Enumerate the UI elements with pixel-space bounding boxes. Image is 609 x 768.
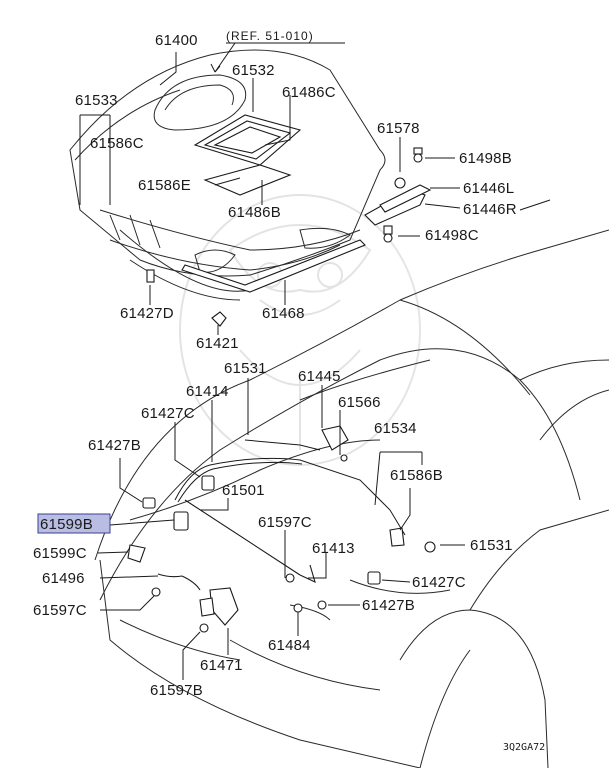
highlight-box-61599b (37, 513, 111, 534)
label-61484: 61484 (268, 637, 311, 654)
label-61427d: 61427D (120, 305, 174, 322)
label-61566: 61566 (338, 394, 381, 411)
label-61496: 61496 (42, 570, 85, 587)
label-61586c: 61586C (90, 135, 144, 152)
label-61498b: 61498B (459, 150, 512, 167)
watermark-emblem (179, 194, 421, 466)
label-61468: 61468 (262, 305, 305, 322)
label-61446r: 61446R (463, 201, 517, 218)
label-61597c-lower: 61597C (33, 602, 87, 619)
label-61578: 61578 (377, 120, 420, 137)
latch-assembly-61471 (199, 587, 239, 626)
label-61400: 61400 (155, 32, 198, 49)
label-61427b-lower: 61427B (362, 597, 415, 614)
label-61586e: 61586E (138, 177, 191, 194)
bumper-stoppers (127, 475, 436, 633)
leader-lines (79, 42, 551, 680)
label-61533: 61533 (75, 92, 118, 109)
hood-lock-61445 (321, 425, 349, 462)
support-rod-61501 (184, 499, 316, 584)
label-61599c: 61599C (33, 545, 87, 562)
label-61427b-upper: 61427B (88, 437, 141, 454)
weatherstrip-61468 (181, 239, 366, 293)
ref-note: (REF. 51-010) (226, 29, 314, 43)
label-61486c: 61486C (282, 84, 336, 101)
car-body-outline (94, 229, 609, 768)
hood-fasteners (146, 269, 227, 327)
figure-code: 3Q2GA72 (503, 742, 545, 753)
label-61586b: 61586B (390, 467, 443, 484)
insulator-pad-61586e (203, 164, 292, 196)
label-61597c-upper: 61597C (258, 514, 312, 531)
label-61599b-highlighted[interactable]: 61599B (40, 516, 93, 533)
label-61486b: 61486B (228, 204, 281, 221)
hood-panel (69, 49, 386, 301)
label-61531-lower: 61531 (470, 537, 513, 554)
label-61501: 61501 (222, 482, 265, 499)
hinge-61446 (364, 147, 432, 243)
label-61597b: 61597B (150, 682, 203, 699)
label-61532: 61532 (232, 62, 275, 79)
label-61446l: 61446L (463, 180, 514, 197)
label-61414: 61414 (186, 383, 229, 400)
label-61413: 61413 (312, 540, 355, 557)
label-61427c-upper: 61427C (141, 405, 195, 422)
label-61427c-lower: 61427C (412, 574, 466, 591)
label-61445: 61445 (298, 368, 341, 385)
label-61471: 61471 (200, 657, 243, 674)
label-61534: 61534 (374, 420, 417, 437)
label-61498c: 61498C (425, 227, 479, 244)
label-61531-upper: 61531 (224, 360, 267, 377)
part-labels: 61400 (REF. 51-010) 61532 61533 61486C 6… (33, 29, 545, 753)
label-61421: 61421 (196, 335, 239, 352)
hood-scoop-61532 (193, 114, 302, 166)
